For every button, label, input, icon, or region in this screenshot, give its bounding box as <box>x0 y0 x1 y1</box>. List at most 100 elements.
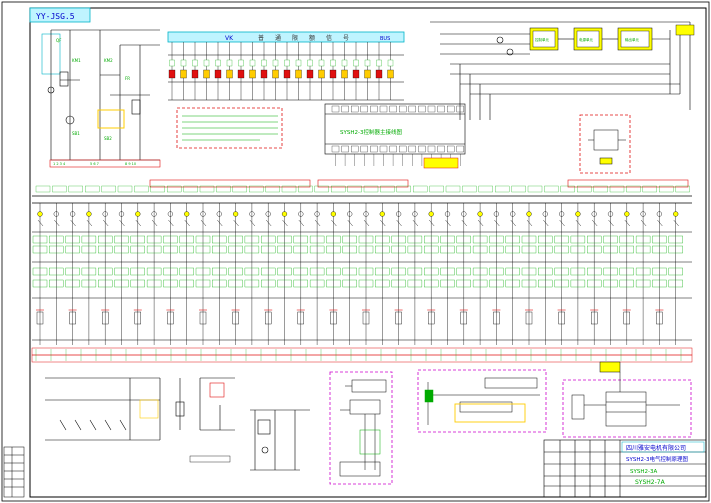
bottom-mid-circuit <box>250 409 310 471</box>
controller-pin-bottom <box>399 145 407 153</box>
switch-blade <box>494 219 500 227</box>
terminal-label-box <box>341 59 348 67</box>
main-control-section <box>32 179 692 345</box>
relay-label <box>619 267 634 276</box>
contact-symbol <box>53 211 59 217</box>
relay-label <box>212 279 227 288</box>
terminal-label-box <box>364 59 371 67</box>
relay-label <box>98 279 113 288</box>
red-dashed-box-right <box>579 114 631 174</box>
terminal-label-box <box>387 59 394 67</box>
relay-label <box>32 267 48 276</box>
relay-label <box>375 245 390 254</box>
terminal-block <box>249 69 256 79</box>
red-box-right-contents <box>588 129 626 165</box>
relay-label <box>635 245 651 254</box>
relay-label <box>407 279 423 288</box>
controller-tag <box>423 157 459 169</box>
switch-blade <box>184 219 190 227</box>
relay-label <box>98 235 113 244</box>
relay-coil <box>167 311 174 325</box>
bus-label-box <box>593 185 608 193</box>
sheet-code-box <box>29 7 91 23</box>
relay-label <box>521 245 537 254</box>
relay-label <box>375 279 390 288</box>
relay-coil <box>330 311 337 325</box>
relay-label <box>32 235 48 244</box>
bus-label-box <box>101 185 116 193</box>
relay-label <box>375 235 390 244</box>
relay-label <box>261 235 276 244</box>
contact-symbol <box>493 211 500 217</box>
switch-blade <box>217 219 223 227</box>
bus-label-box <box>68 185 83 193</box>
svg-text:通: 通 <box>275 34 281 42</box>
switch-blade <box>657 219 663 227</box>
relay-label <box>293 279 308 288</box>
terminal-block <box>168 69 176 79</box>
relay-label <box>489 279 504 288</box>
terminal-label-box <box>226 59 233 67</box>
bus-label-box <box>331 185 346 193</box>
relay-label <box>505 235 520 244</box>
contact-symbol <box>281 211 288 217</box>
bus-label-box <box>642 185 657 193</box>
terminal-label-box <box>249 59 256 67</box>
switch-blade <box>445 219 451 227</box>
relay-coil <box>656 311 663 325</box>
sheet-code: YY-JSG.5 <box>36 12 75 21</box>
bus-label-box <box>199 185 215 193</box>
controller-pin-bottom <box>360 145 368 153</box>
switch-blade <box>477 219 484 227</box>
controller-pin-top <box>427 105 436 113</box>
relay-label <box>293 245 308 254</box>
terminal-block <box>352 69 360 79</box>
contact-symbol <box>330 211 337 217</box>
contact-symbol <box>363 211 369 217</box>
bus-label-box <box>659 185 674 193</box>
contact-symbol <box>428 211 434 217</box>
svg-text:KM2: KM2 <box>104 58 113 63</box>
switch-blade <box>429 219 435 227</box>
relay-label <box>391 267 406 276</box>
terminal-label-box <box>192 59 198 67</box>
relay-label <box>277 235 292 244</box>
red-note-box <box>176 107 283 149</box>
svg-text:电源单元: 电源单元 <box>579 37 593 42</box>
terminal-block <box>375 69 383 79</box>
relay-label <box>570 279 586 288</box>
relay-label <box>114 267 129 276</box>
relay-label <box>293 267 308 276</box>
relay-label <box>49 245 64 254</box>
relay-label <box>49 279 64 288</box>
terminal-label-box <box>284 59 290 67</box>
relay-label <box>32 245 48 254</box>
bus-label-box <box>527 185 543 193</box>
controller-pin-bottom <box>389 145 397 153</box>
terminal-label-box <box>169 59 175 67</box>
relay-label <box>342 279 357 288</box>
contact-symbol <box>444 211 451 217</box>
relay-label <box>130 245 145 254</box>
relay-label <box>456 235 471 244</box>
controller-pin-bottom <box>418 145 426 153</box>
relay-label <box>570 267 586 276</box>
svg-text:限: 限 <box>292 34 298 42</box>
contact-symbol <box>265 211 271 217</box>
relay-label <box>424 279 439 288</box>
terminal-label-box <box>272 59 279 67</box>
relay-label <box>277 267 292 276</box>
bus-label-box <box>249 185 264 193</box>
controller-pin-bottom <box>331 145 340 153</box>
contact-symbol <box>233 211 239 217</box>
relay-label <box>326 279 341 288</box>
relay-label <box>521 267 537 276</box>
relay-label <box>652 267 667 276</box>
svg-text:5 6 7: 5 6 7 <box>90 162 99 166</box>
relay-coil <box>493 311 500 325</box>
relay-label <box>212 245 227 254</box>
contact-symbol <box>477 211 483 217</box>
relay-label <box>472 267 488 276</box>
bus-label-box <box>675 185 690 193</box>
